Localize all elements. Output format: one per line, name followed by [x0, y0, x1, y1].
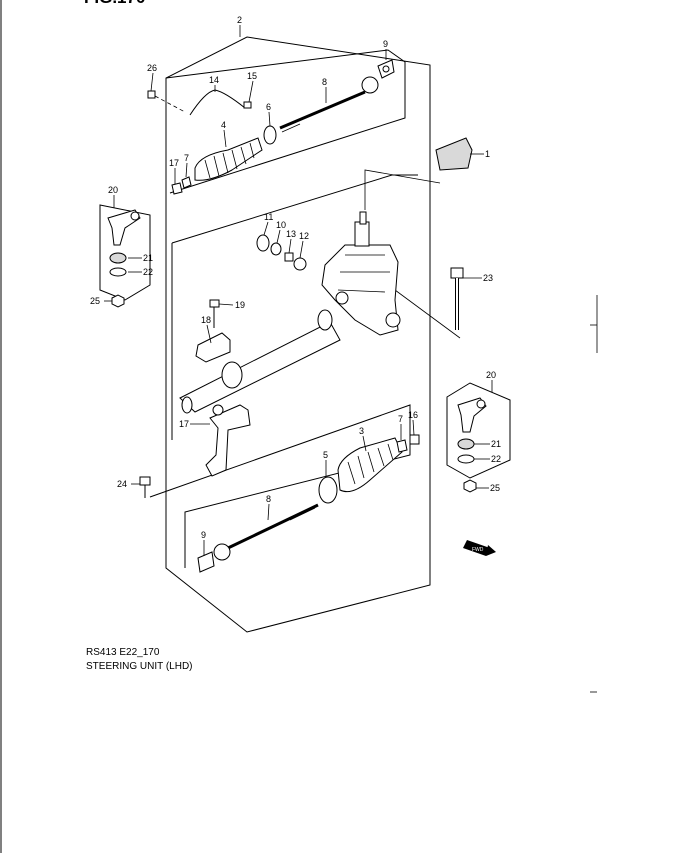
part-7-nut-upper: [181, 176, 192, 189]
part-7-nut-lower: [396, 439, 408, 453]
callout-2: 2: [237, 15, 242, 25]
part-6-clamp-ring: [263, 125, 277, 145]
part-17-bracket: [205, 404, 251, 477]
callout-26: 26: [147, 63, 157, 73]
callout-numbers: 1 2 3 4 5 6 7 7 8 8 9 9 10 11 12 13 14 1…: [90, 15, 501, 540]
part-3-lower-boot: [337, 437, 403, 493]
part-25-nut-left: [111, 294, 125, 308]
callout-4: 4: [221, 120, 226, 130]
part-14-breather-tube: [189, 89, 246, 116]
leader-line-26: [154, 95, 186, 113]
leader-line-23: [394, 289, 461, 339]
callout-17-lower: 17: [179, 419, 189, 429]
part-12-plug: [293, 257, 307, 271]
diagram-code: RS413 E22_170: [86, 647, 160, 658]
callout-25-right: 25: [490, 483, 500, 493]
part-11-seal: [256, 234, 270, 252]
part-21-boot-left: [109, 252, 127, 264]
part-10-bushing: [270, 242, 282, 256]
callout-16: 16: [408, 410, 418, 420]
callout-21-right: 21: [491, 439, 501, 449]
part-4-upper-boot: [194, 137, 263, 181]
rack-tube: [179, 309, 341, 414]
tie-rod-end-group-right: [446, 382, 511, 479]
callout-3: 3: [359, 426, 364, 436]
part-24-bolt: [139, 476, 151, 498]
part-8-lower-tie-rod: [213, 503, 319, 561]
part-23-long-bolt: [450, 267, 464, 330]
part-20-tie-rod-end-right: [457, 397, 487, 433]
callout-18: 18: [201, 315, 211, 325]
tie-rod-end-group-left: [99, 204, 151, 301]
callout-leaders: [104, 25, 493, 556]
part-22-ring-right: [457, 454, 475, 464]
part-9-lock-washer-lower: [197, 551, 215, 573]
part-20-tie-rod-end-left: [107, 209, 141, 246]
upper-group-outline: [165, 49, 406, 194]
callout-22-right: 22: [491, 454, 501, 464]
callout-24: 24: [117, 479, 127, 489]
callout-5: 5: [323, 450, 328, 460]
part-16-nut: [409, 434, 420, 445]
part-22-ring-left: [109, 267, 127, 277]
callout-15: 15: [247, 71, 257, 81]
callout-20-left: 20: [108, 185, 118, 195]
rack-grommet: [221, 361, 243, 389]
callout-6: 6: [266, 102, 271, 112]
part-8-upper-tie-rod: [279, 76, 379, 133]
assembly-outline: [165, 36, 431, 633]
part-17-nut-upper: [171, 182, 183, 195]
callout-17-upper: 17: [169, 158, 179, 168]
fwd-label: FWD: [472, 547, 484, 553]
callout-12: 12: [299, 231, 309, 241]
callout-8-lower: 8: [266, 494, 271, 504]
callout-7-upper: 7: [184, 153, 189, 163]
part-13-spring: [284, 252, 294, 262]
callout-8-upper: 8: [322, 77, 327, 87]
leader-line-1: [364, 169, 441, 210]
part-26-clip: [147, 90, 156, 99]
diagram-title: STEERING UNIT (LHD): [86, 661, 193, 672]
part-17-hole: [212, 404, 224, 416]
callout-21-left: 21: [143, 253, 153, 263]
part-9-hole: [382, 65, 390, 73]
part-19-bolt: [209, 299, 220, 328]
callout-19: 19: [235, 300, 245, 310]
steering-gear-housing: [321, 211, 401, 336]
callout-14: 14: [209, 75, 219, 85]
lower-group-outline: [149, 404, 411, 568]
callout-9-upper: 9: [383, 39, 388, 49]
part-18-clamp: [195, 332, 231, 363]
callout-23: 23: [483, 273, 493, 283]
figure-label: FIG.170: [84, 0, 145, 8]
callout-7-lower: 7: [398, 414, 403, 424]
part-21-boot-right: [457, 438, 475, 450]
fwd-arrow-icon: FWD: [463, 540, 496, 556]
part-5-boot-clamp: [318, 476, 338, 504]
part-25-nut-right: [463, 479, 477, 493]
part-15-clip: [243, 101, 252, 109]
callout-9-lower: 9: [201, 530, 206, 540]
callout-10: 10: [276, 220, 286, 230]
part-1-bracket: [435, 137, 473, 171]
callout-25-left: 25: [90, 296, 100, 306]
callout-11: 11: [264, 212, 273, 222]
callout-22-left: 22: [143, 267, 153, 277]
callout-1: 1: [485, 149, 490, 159]
callout-20-right: 20: [486, 370, 496, 380]
callout-13: 13: [286, 229, 296, 239]
